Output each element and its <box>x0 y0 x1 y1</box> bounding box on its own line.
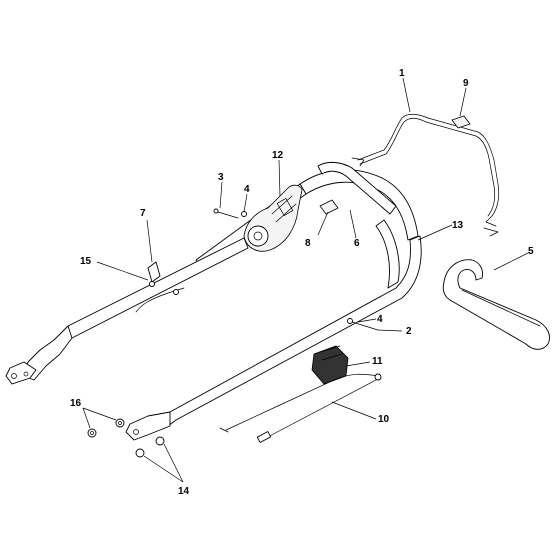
bolt-3-part <box>213 208 247 219</box>
bracket-7-part <box>147 261 161 283</box>
callout-10: 10 <box>378 414 390 425</box>
callout-13: 13 <box>452 220 464 231</box>
cable-end-15-part <box>135 281 185 313</box>
lower-handle-part <box>5 237 249 385</box>
cable-control-part <box>311 345 349 385</box>
callout-16: 16 <box>70 398 82 409</box>
callout-14: 14 <box>178 486 190 497</box>
callout-12: 12 <box>272 150 284 161</box>
lever-assembly-part <box>243 184 303 252</box>
cable-part <box>219 373 382 443</box>
bolts-14-part <box>135 436 165 458</box>
leader-lines <box>82 77 531 483</box>
clip-9-part <box>451 115 471 129</box>
callout-7: 7 <box>140 208 146 219</box>
callout-8: 8 <box>305 238 311 249</box>
clip-8-part <box>319 199 339 215</box>
nuts-16-part <box>87 418 125 438</box>
callout-5: 5 <box>528 246 534 257</box>
bolt-2-part <box>347 318 379 331</box>
callout-labels: 1 9 12 3 4 7 8 6 13 5 15 4 2 11 10 16 14 <box>70 68 534 497</box>
callout-9: 9 <box>463 78 469 89</box>
callout-3: 3 <box>218 172 224 183</box>
callout-15: 15 <box>80 256 92 267</box>
bail-wire-part <box>351 113 500 237</box>
callout-1: 1 <box>399 68 405 79</box>
callout-2: 2 <box>406 326 412 337</box>
callout-6: 6 <box>354 238 360 249</box>
callout-11: 11 <box>372 356 383 367</box>
callout-4b: 4 <box>377 314 383 325</box>
grip-part <box>442 259 550 350</box>
callout-4a: 4 <box>244 184 250 195</box>
